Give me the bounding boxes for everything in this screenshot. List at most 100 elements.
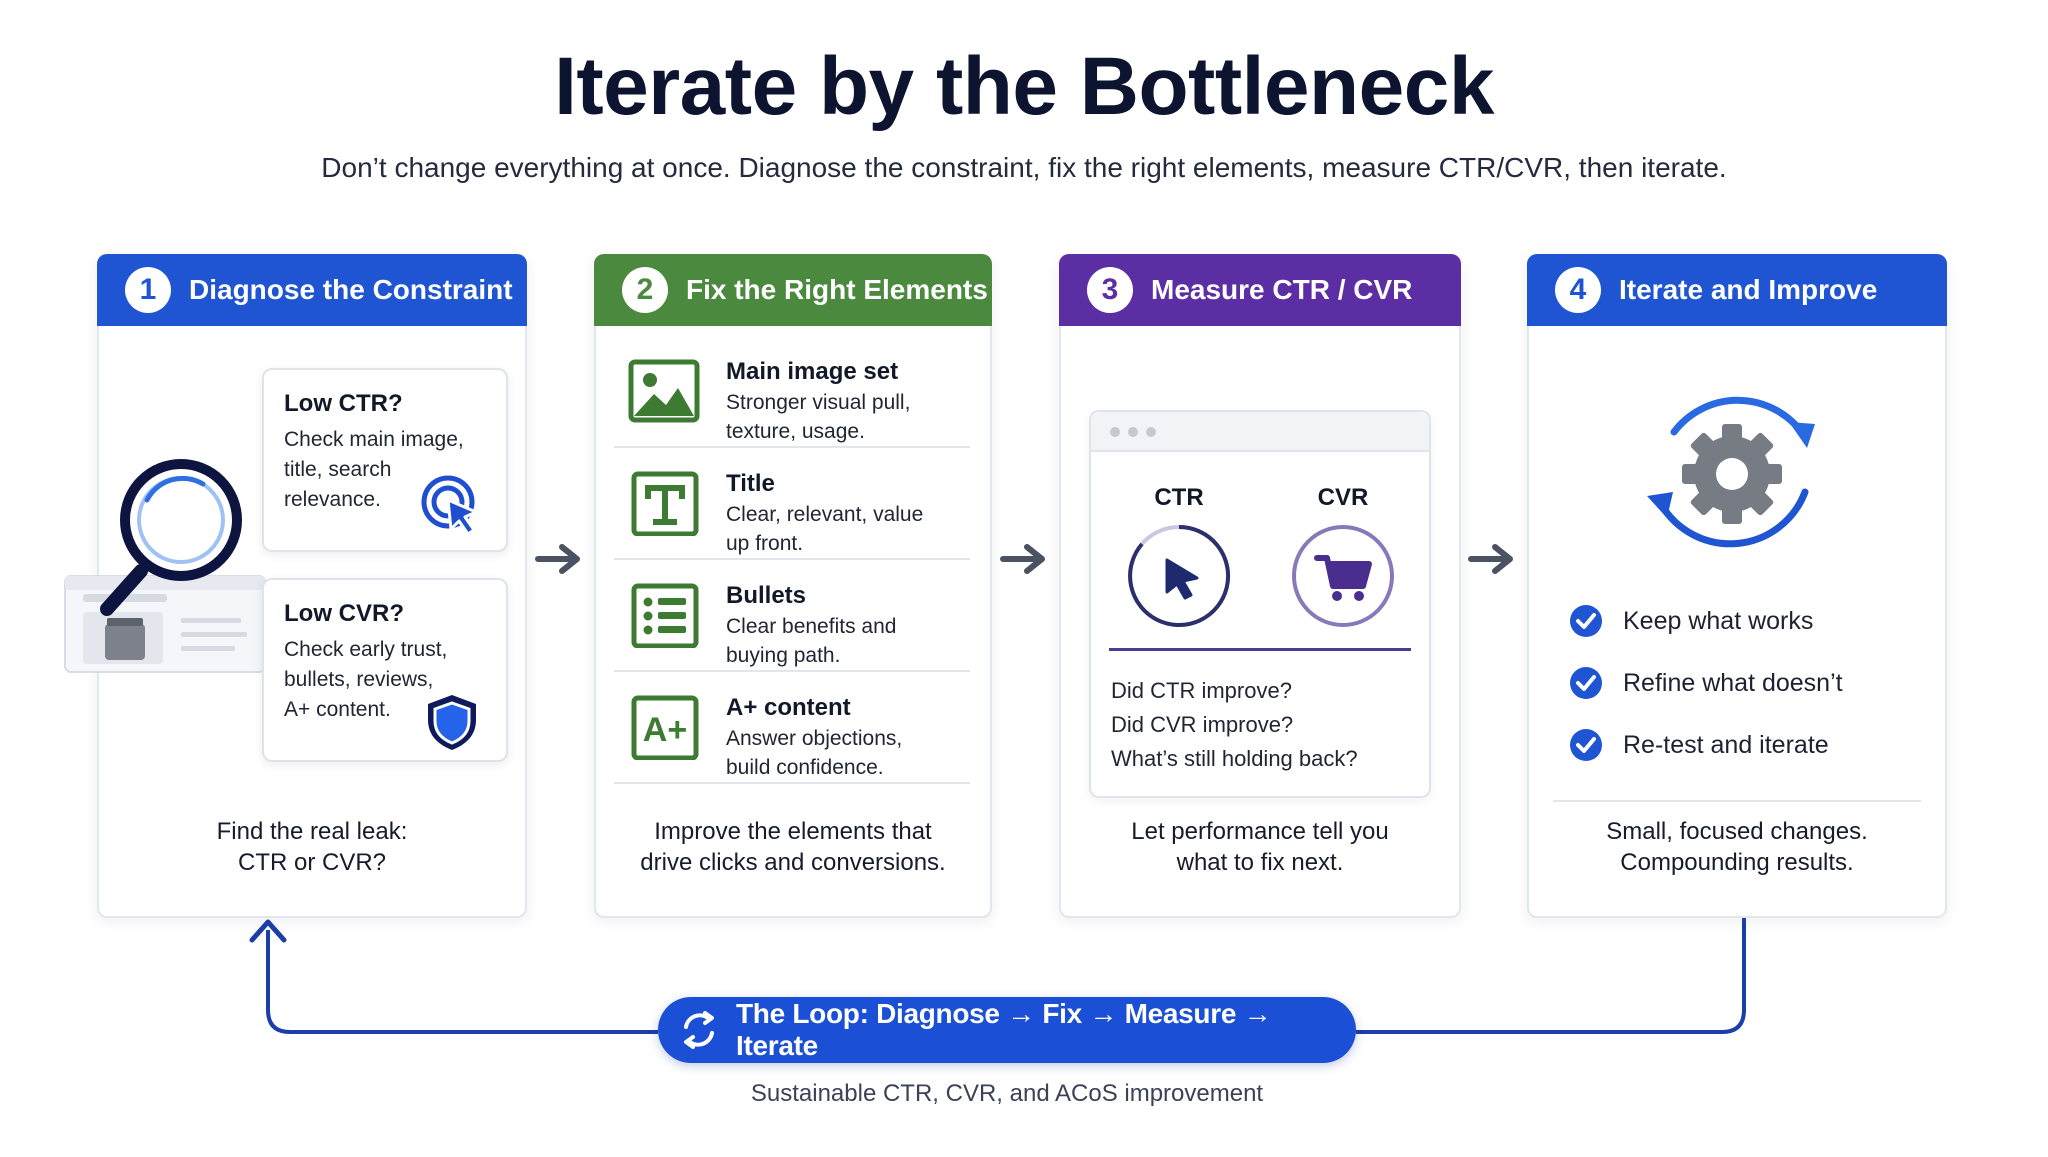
loop-banner: The Loop: Diagnose → Fix → Measure → Ite… bbox=[658, 997, 1356, 1063]
step-header-iterate: 4 Iterate and Improve bbox=[1527, 254, 1947, 326]
browser-titlebar bbox=[1091, 412, 1429, 452]
fix-item-text: Stronger visual pull, texture, usage. bbox=[726, 388, 976, 446]
footer-line: Improve the elements that bbox=[654, 818, 932, 845]
loop-label: The Loop: Diagnose → Fix → Measure → Ite… bbox=[736, 998, 1272, 1061]
question-line: Did CVR improve? bbox=[1111, 712, 1294, 737]
step-number-badge: 2 bbox=[622, 267, 668, 313]
footer-line: Small, focused changes. bbox=[1606, 818, 1868, 845]
step-title: Iterate and Improve bbox=[1619, 274, 1878, 305]
window-dots-icon bbox=[1109, 425, 1165, 443]
check-item: Keep what works bbox=[1569, 604, 1813, 638]
browser-window: CTR CVR Did CTR improve? Did CVR improve… bbox=[1089, 410, 1431, 798]
footer-line: Let performance tell you bbox=[1131, 818, 1389, 845]
fix-item-line: texture, usage. bbox=[726, 420, 865, 443]
fix-item-main-image: Main image set Stronger visual pull, tex… bbox=[614, 338, 970, 448]
step-title: Measure CTR / CVR bbox=[1151, 274, 1413, 305]
fix-item-title: Bullets bbox=[726, 582, 807, 609]
fix-item-line: build confidence. bbox=[726, 756, 884, 779]
step-footer: Let performance tell you what to fix nex… bbox=[1061, 816, 1459, 878]
panel-line: relevance. bbox=[284, 488, 381, 511]
divider bbox=[1553, 800, 1921, 802]
cursor-icon bbox=[1125, 522, 1233, 630]
step-footer: Improve the elements that drive clicks a… bbox=[596, 816, 990, 878]
footer-line: Compounding results. bbox=[1620, 849, 1854, 876]
step-card-iterate: 4 Iterate and Improve Keep what works Re… bbox=[1527, 254, 1947, 918]
bullet-list-icon bbox=[626, 582, 702, 649]
panel-title: Low CTR? bbox=[284, 390, 403, 417]
step-header-measure: 3 Measure CTR / CVR bbox=[1059, 254, 1461, 326]
text-t-icon bbox=[626, 470, 702, 537]
cycle-icon bbox=[678, 1009, 720, 1051]
fix-item-title: A+ content bbox=[726, 694, 851, 721]
step-footer: Find the real leak: CTR or CVR? bbox=[99, 816, 525, 878]
svg-text:A+: A+ bbox=[643, 711, 687, 749]
metric-label-ctr: CTR bbox=[1154, 484, 1204, 511]
fix-item-line: up front. bbox=[726, 532, 804, 555]
fix-item-text: Answer objections, build confidence. bbox=[726, 724, 976, 782]
step-card-fix: 2 Fix the Right Elements Main image set … bbox=[594, 254, 992, 918]
step-title: Fix the Right Elements bbox=[686, 274, 988, 305]
check-label: Re-test and iterate bbox=[1623, 730, 1829, 759]
check-circle-icon bbox=[1570, 729, 1602, 761]
step-header-fix: 2 Fix the Right Elements bbox=[594, 254, 992, 326]
step-number-badge: 4 bbox=[1555, 267, 1601, 313]
panel-title: Low CVR? bbox=[284, 600, 404, 627]
low-cvr-panel: Low CVR? Check early trust, bullets, rev… bbox=[262, 578, 508, 762]
fix-item-bullets: Bullets Clear benefits and buying path. bbox=[614, 562, 970, 672]
fix-item-line: Clear benefits and bbox=[726, 615, 897, 638]
cart-icon bbox=[1289, 522, 1397, 630]
fix-item-line: buying path. bbox=[726, 644, 841, 667]
loop-caption: Sustainable CTR, CVR, and ACoS improveme… bbox=[750, 1080, 1264, 1107]
divider bbox=[1109, 648, 1411, 651]
a-plus-icon: A+ bbox=[626, 694, 702, 761]
step-number-badge: 1 bbox=[125, 267, 171, 313]
fix-item-a-plus: A+ A+ content Answer objections, build c… bbox=[614, 674, 970, 784]
panel-line: A+ content. bbox=[284, 698, 391, 721]
image-icon bbox=[626, 358, 702, 424]
panel-line: Check main image, bbox=[284, 428, 464, 451]
shield-icon bbox=[424, 692, 480, 752]
fix-item-line: Stronger visual pull, bbox=[726, 391, 911, 414]
flow-arrow-icon bbox=[1467, 541, 1517, 577]
page-title: Iterate by the Bottleneck bbox=[554, 41, 1494, 132]
step-header-diagnose: 1 Diagnose the Constraint bbox=[97, 254, 527, 326]
step-number-badge: 3 bbox=[1087, 267, 1133, 313]
panel-text: Check early trust, bullets, reviews, A+ … bbox=[284, 635, 489, 725]
measure-questions: Did CTR improve? Did CVR improve? What’s… bbox=[1111, 674, 1358, 776]
check-label: Keep what works bbox=[1623, 606, 1814, 635]
footer-line: CTR or CVR? bbox=[237, 849, 387, 876]
gear-cycle-icon bbox=[1627, 374, 1837, 574]
panel-text: Check main image, title, search relevanc… bbox=[284, 425, 489, 515]
magnifier-over-listing-icon bbox=[63, 446, 283, 676]
panel-line: Check early trust, bbox=[284, 638, 448, 661]
check-circle-icon bbox=[1570, 605, 1602, 637]
fix-item-text: Clear benefits and buying path. bbox=[726, 612, 976, 670]
panel-line: bullets, reviews, bbox=[284, 668, 434, 691]
footer-line: what to fix next. bbox=[1176, 849, 1344, 876]
step-footer: Small, focused changes. Compounding resu… bbox=[1529, 816, 1945, 878]
question-line: Did CTR improve? bbox=[1111, 678, 1292, 703]
check-item: Refine what doesn’t bbox=[1569, 666, 1843, 700]
step-title: Diagnose the Constraint bbox=[189, 274, 513, 305]
flow-arrow-icon bbox=[999, 541, 1049, 577]
fix-item-title: Main image set bbox=[726, 358, 899, 385]
fix-item-line: Clear, relevant, value bbox=[726, 503, 924, 526]
check-circle-icon bbox=[1570, 667, 1602, 699]
panel-line: title, search bbox=[284, 458, 392, 481]
step-card-diagnose: 1 Diagnose the Constraint Low CTR? Check… bbox=[64, 254, 527, 918]
low-ctr-panel: Low CTR? Check main image, title, search… bbox=[262, 368, 508, 552]
fix-item-title-row: Title Clear, relevant, value up front. bbox=[614, 450, 970, 560]
fix-item-line: Answer objections, bbox=[726, 727, 903, 750]
footer-line: Find the real leak: bbox=[216, 818, 408, 845]
click-target-icon bbox=[418, 472, 484, 538]
fix-item-title: Title bbox=[726, 470, 775, 497]
check-item: Re-test and iterate bbox=[1569, 728, 1829, 762]
footer-line: drive clicks and conversions. bbox=[640, 849, 946, 876]
flow-arrow-icon bbox=[534, 541, 584, 577]
check-label: Refine what doesn’t bbox=[1623, 668, 1843, 697]
question-line: What’s still holding back? bbox=[1111, 746, 1358, 771]
metric-label-cvr: CVR bbox=[1317, 484, 1369, 511]
fix-item-text: Clear, relevant, value up front. bbox=[726, 500, 976, 558]
step-card-measure: 3 Measure CTR / CVR CTR CVR bbox=[1059, 254, 1461, 918]
page-subtitle: Don’t change everything at once. Diagnos… bbox=[321, 152, 1727, 183]
